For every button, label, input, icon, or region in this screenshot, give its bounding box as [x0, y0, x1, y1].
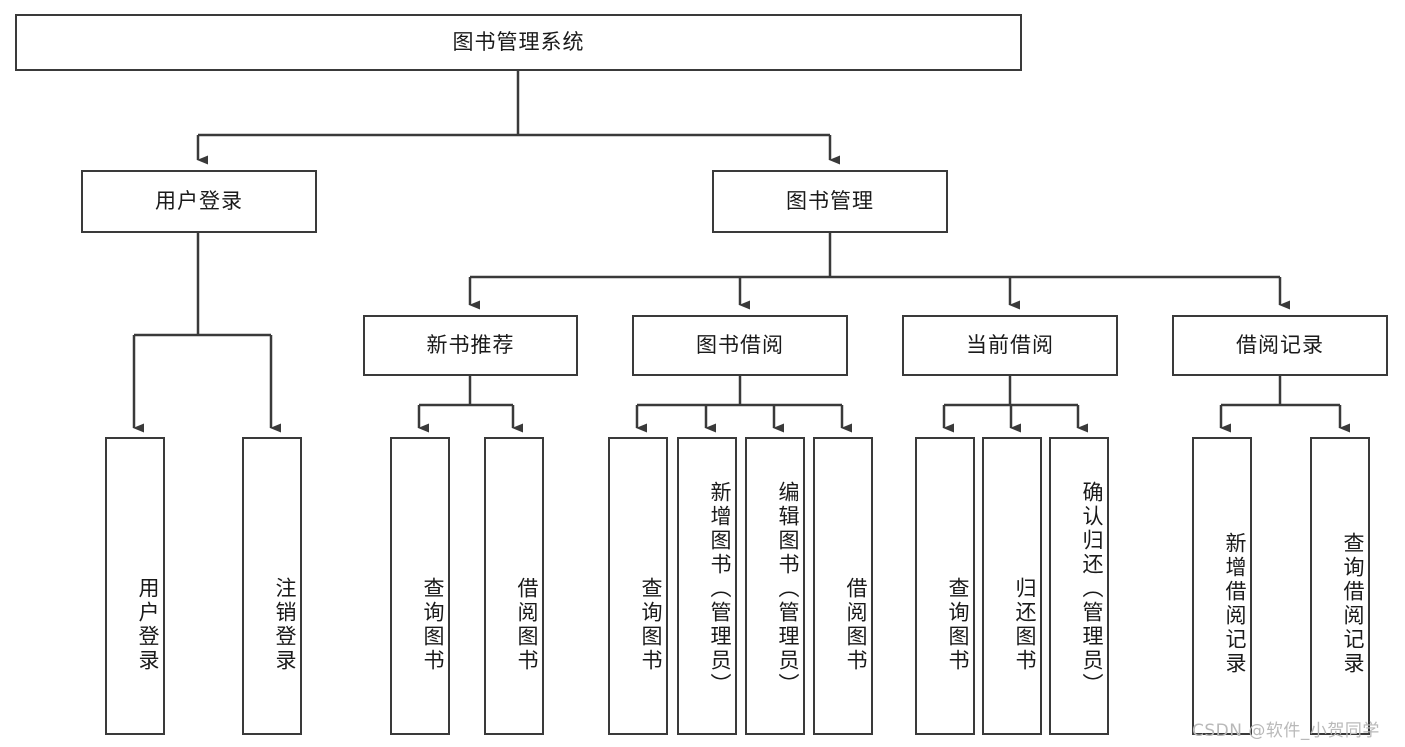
leaf-current-borrow-confirm-return-admin[interactable]: 确认归还（管理员） [1049, 437, 1109, 735]
leaf-user-login-sign-out[interactable]: 注销登录 [242, 437, 302, 735]
leaf-book-borrow-borrow-books[interactable]: 借阅图书 [813, 437, 873, 735]
node-label: 图书管理 [786, 188, 874, 213]
node-label: 图书借阅 [696, 332, 784, 357]
node-new-book-recommend[interactable]: 新书推荐 [363, 315, 578, 376]
node-label: 借阅记录 [1236, 332, 1324, 357]
node-label: 编辑图书（管理员） [776, 481, 800, 697]
leaf-current-borrow-query-books[interactable]: 查询图书 [915, 437, 975, 735]
node-label: 注销登录 [273, 577, 297, 673]
leaf-book-borrow-add-book-admin[interactable]: 新增图书（管理员） [677, 437, 737, 735]
leaf-new-book-query-books[interactable]: 查询图书 [390, 437, 450, 735]
node-label: 归还图书 [1013, 577, 1037, 673]
node-label: 图书管理系统 [452, 29, 585, 54]
node-label: 查询图书 [946, 577, 970, 673]
node-label: 用户登录 [136, 577, 160, 673]
node-label: 确认归还（管理员） [1080, 481, 1104, 697]
node-label: 用户登录 [155, 188, 243, 213]
leaf-user-login-sign-in[interactable]: 用户登录 [105, 437, 165, 735]
leaf-borrow-record-query-record[interactable]: 查询借阅记录 [1310, 437, 1370, 735]
node-label: 新增借阅记录 [1223, 532, 1247, 676]
node-label: 新书推荐 [426, 332, 515, 357]
node-label: 查询图书 [421, 577, 445, 673]
node-label: 新增图书（管理员） [708, 481, 732, 697]
node-label: 借阅图书 [844, 577, 868, 673]
node-book-management[interactable]: 图书管理 [712, 170, 948, 233]
node-user-login[interactable]: 用户登录 [81, 170, 317, 233]
node-borrow-record[interactable]: 借阅记录 [1172, 315, 1388, 376]
node-current-borrow[interactable]: 当前借阅 [902, 315, 1118, 376]
leaf-book-borrow-edit-book-admin[interactable]: 编辑图书（管理员） [745, 437, 805, 735]
leaf-current-borrow-return-books[interactable]: 归还图书 [982, 437, 1042, 735]
leaf-new-book-borrow-books[interactable]: 借阅图书 [484, 437, 544, 735]
node-label: 借阅图书 [515, 577, 539, 673]
leaf-book-borrow-query-books[interactable]: 查询图书 [608, 437, 668, 735]
csdn-watermark: CSDN @软件_小贺同学 [1192, 721, 1380, 741]
node-label: 查询图书 [639, 577, 663, 673]
node-book-borrow[interactable]: 图书借阅 [632, 315, 848, 376]
leaf-borrow-record-add-record[interactable]: 新增借阅记录 [1192, 437, 1252, 735]
node-label: 查询借阅记录 [1341, 532, 1365, 676]
node-root-book-management-system[interactable]: 图书管理系统 [15, 14, 1022, 71]
node-label: 当前借阅 [966, 332, 1054, 357]
